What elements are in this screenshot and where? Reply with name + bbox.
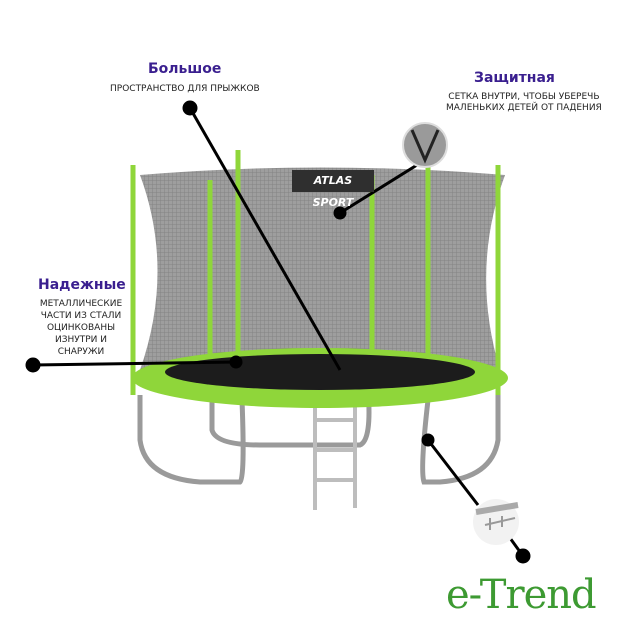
ladder bbox=[313, 395, 357, 510]
metal-title: Надежные bbox=[38, 277, 126, 293]
etrend-logo: e-Trend bbox=[446, 572, 597, 618]
frame-zoom-circle bbox=[473, 499, 519, 545]
net-text-line: СЕТКА ВНУТРИ, ЧТОБЫ УБЕРЕЧЬ bbox=[448, 92, 600, 102]
atlas-sport-sign: ATLAS SPORT bbox=[292, 170, 374, 209]
safety-net bbox=[140, 167, 505, 370]
metal-text-line: ЧАСТИ ИЗ СТАЛИ bbox=[40, 311, 122, 321]
pointer-lines bbox=[25, 100, 531, 564]
metal-text-line: СНАРУЖИ bbox=[57, 347, 105, 357]
space-text: ПРОСТРАНСТВО ДЛЯ ПРЫЖКОВ bbox=[110, 84, 260, 94]
metal-text-line: ОЦИНКОВАНЫ bbox=[46, 323, 116, 333]
net-zoom-circle bbox=[402, 122, 448, 168]
net-title: Защитная bbox=[474, 70, 555, 86]
metal-text: МЕТАЛЛИЧЕСКИЕ ЧАСТИ ИЗ СТАЛИ ОЦИНКОВАНЫ … bbox=[36, 298, 126, 358]
metal-text-line: ИЗНУТРИ И bbox=[54, 335, 107, 345]
net-text-line: МАЛЕНЬКИХ ДЕТЕЙ ОТ ПАДЕНИЯ bbox=[446, 103, 602, 113]
jump-mat bbox=[165, 354, 475, 390]
space-title: Большое bbox=[148, 61, 222, 77]
metal-text-line: МЕТАЛЛИЧЕСКИЕ bbox=[39, 299, 123, 309]
net-text: СЕТКА ВНУТРИ, ЧТОБЫ УБЕРЕЧЬ МАЛЕНЬКИХ ДЕ… bbox=[446, 92, 602, 114]
